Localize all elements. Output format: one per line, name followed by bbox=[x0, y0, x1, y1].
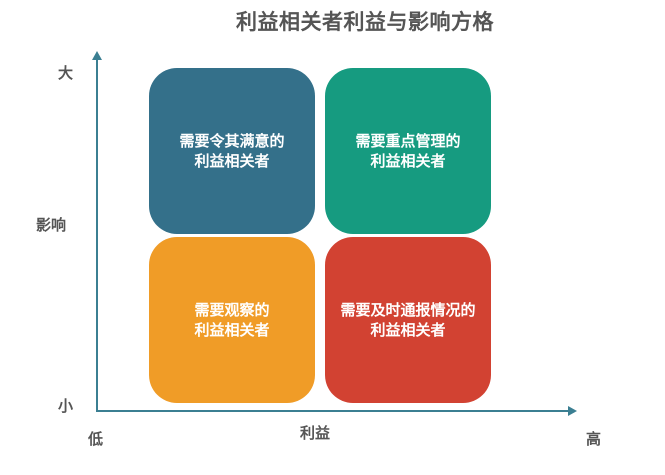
x-axis-line bbox=[96, 410, 570, 412]
y-axis-title: 影响 bbox=[36, 216, 67, 234]
quadrant-text-line1: 需要令其满意的 bbox=[179, 132, 285, 150]
x-axis-high-label: 高 bbox=[586, 430, 602, 448]
y-axis-arrow-icon bbox=[92, 51, 102, 60]
quadrant-text-line2: 利益相关者 bbox=[370, 321, 446, 339]
quadrant-keep-satisfied: 需要令其满意的 利益相关者 bbox=[149, 68, 315, 234]
quadrant-manage-closely: 需要重点管理的 利益相关者 bbox=[325, 68, 491, 234]
y-axis-low-label: 小 bbox=[58, 397, 74, 415]
quadrant-keep-informed: 需要及时通报情况的 利益相关者 bbox=[325, 237, 491, 403]
x-axis-title: 利益 bbox=[300, 424, 331, 442]
y-axis-high-label: 大 bbox=[58, 64, 74, 82]
x-axis-low-label: 低 bbox=[88, 430, 104, 448]
quadrant-text-line1: 需要及时通报情况的 bbox=[340, 301, 476, 319]
quadrant-text-line2: 利益相关者 bbox=[194, 321, 270, 339]
quadrant-text-line2: 利益相关者 bbox=[194, 152, 270, 170]
x-axis-arrow-icon bbox=[568, 406, 577, 416]
diagram-title: 利益相关者利益与影响方格 bbox=[236, 10, 494, 34]
quadrant-text-line2: 利益相关者 bbox=[370, 152, 446, 170]
y-axis-line bbox=[96, 58, 98, 411]
quadrant-text-line1: 需要重点管理的 bbox=[355, 132, 461, 150]
quadrant-monitor: 需要观察的 利益相关者 bbox=[149, 237, 315, 403]
quadrant-text-line1: 需要观察的 bbox=[194, 301, 270, 319]
